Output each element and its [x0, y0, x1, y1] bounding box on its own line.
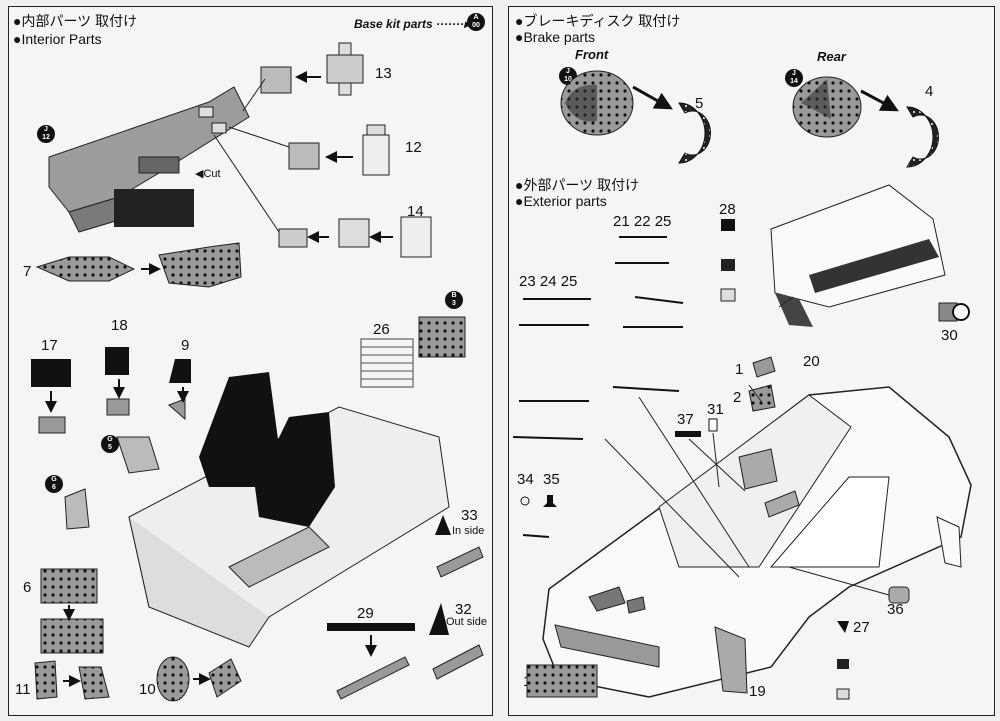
part-number-12: 12 [405, 139, 422, 156]
in-side-label: In side [452, 525, 485, 537]
front-brake-disc [560, 70, 711, 164]
part-number-18: 18 [111, 317, 128, 334]
seat-left [199, 372, 279, 487]
part-number-37: 37 [677, 411, 694, 428]
part-number-35: 35 [543, 471, 560, 488]
cut-label: ◀Cut [195, 168, 221, 180]
interior-parts-drawing [31, 42, 484, 702]
part-7-plate [35, 256, 136, 282]
part-6-plate [40, 568, 98, 604]
part-number-14: 14 [407, 203, 424, 220]
car-body [542, 386, 972, 698]
part-number-30: 30 [941, 327, 958, 344]
part-number-34: 34 [517, 471, 534, 488]
part-29-bar [327, 623, 415, 631]
seat-right [255, 412, 335, 527]
front-label: Front [575, 47, 609, 62]
part-17 [31, 359, 71, 387]
part-10 [156, 656, 190, 702]
part-number-33: 33 [461, 507, 478, 524]
part-number-32: 32 [455, 601, 472, 618]
car-rear-view [770, 184, 946, 327]
interior-title-jp: ●内部パーツ 取付け [13, 13, 138, 29]
part-number-2: 2 [733, 389, 742, 406]
base-kit-label: Base kit parts ·······▸ [354, 17, 471, 31]
part-number-5: 5 [695, 95, 704, 112]
part-number-1: 1 [735, 361, 744, 378]
part-number-23-24-25: 23 24 25 [519, 273, 578, 290]
part-number-10: 10 [139, 681, 156, 698]
part-number-6: 6 [23, 579, 32, 596]
interior-parts-panel: ●内部パーツ 取付け ●Interior Parts Base kit part… [8, 6, 493, 716]
gauge-box-13 [260, 42, 364, 96]
brake-exterior-panel: ●ブレーキディスク 取付け ●Brake parts Front Rear ●外… [508, 6, 995, 716]
part-32-cone [429, 603, 449, 635]
brake-title-en: ●Brake parts [515, 29, 596, 45]
part-number-4: 4 [925, 83, 934, 100]
part-number-29: 29 [357, 605, 374, 622]
part-number-28: 28 [719, 201, 736, 218]
part-number-19: 19 [749, 683, 766, 700]
part-number-13: 13 [375, 65, 392, 82]
part-number-26: 26 [373, 321, 390, 338]
gauge-box-12 [288, 124, 390, 176]
part-number-21-22-25: 21 22 25 [613, 213, 672, 230]
part-number-17: 17 [41, 337, 58, 354]
part-number-27: 27 [853, 619, 870, 636]
part-number-20: 20 [803, 353, 820, 370]
part-number-9: 9 [181, 337, 190, 354]
part-number-31: 31 [707, 401, 724, 418]
part-number-7: 7 [23, 263, 32, 280]
part-number-11: 11 [15, 681, 31, 698]
part-16-decal [526, 664, 598, 698]
brake-title-jp: ●ブレーキディスク 取付け [515, 13, 681, 29]
exterior-parts-drawing [512, 70, 972, 700]
exterior-title-en: ●Exterior parts [515, 193, 607, 209]
part-9 [169, 359, 191, 383]
rear-label: Rear [817, 49, 846, 64]
trim-strips [512, 236, 684, 440]
part-7-plate-bent [158, 242, 242, 288]
out-side-label: Out side [446, 616, 487, 628]
gauge-box-14 [278, 216, 432, 258]
interior-title-en: ●Interior Parts [13, 31, 102, 47]
dashboard-illustration [48, 86, 250, 233]
part-11 [34, 660, 58, 700]
part-33-cone [435, 515, 451, 535]
part-18 [105, 347, 129, 375]
part-number-36: 36 [887, 601, 904, 618]
rear-brake-disc [792, 76, 939, 168]
exterior-title-jp: ●外部パーツ 取付け [515, 177, 640, 193]
